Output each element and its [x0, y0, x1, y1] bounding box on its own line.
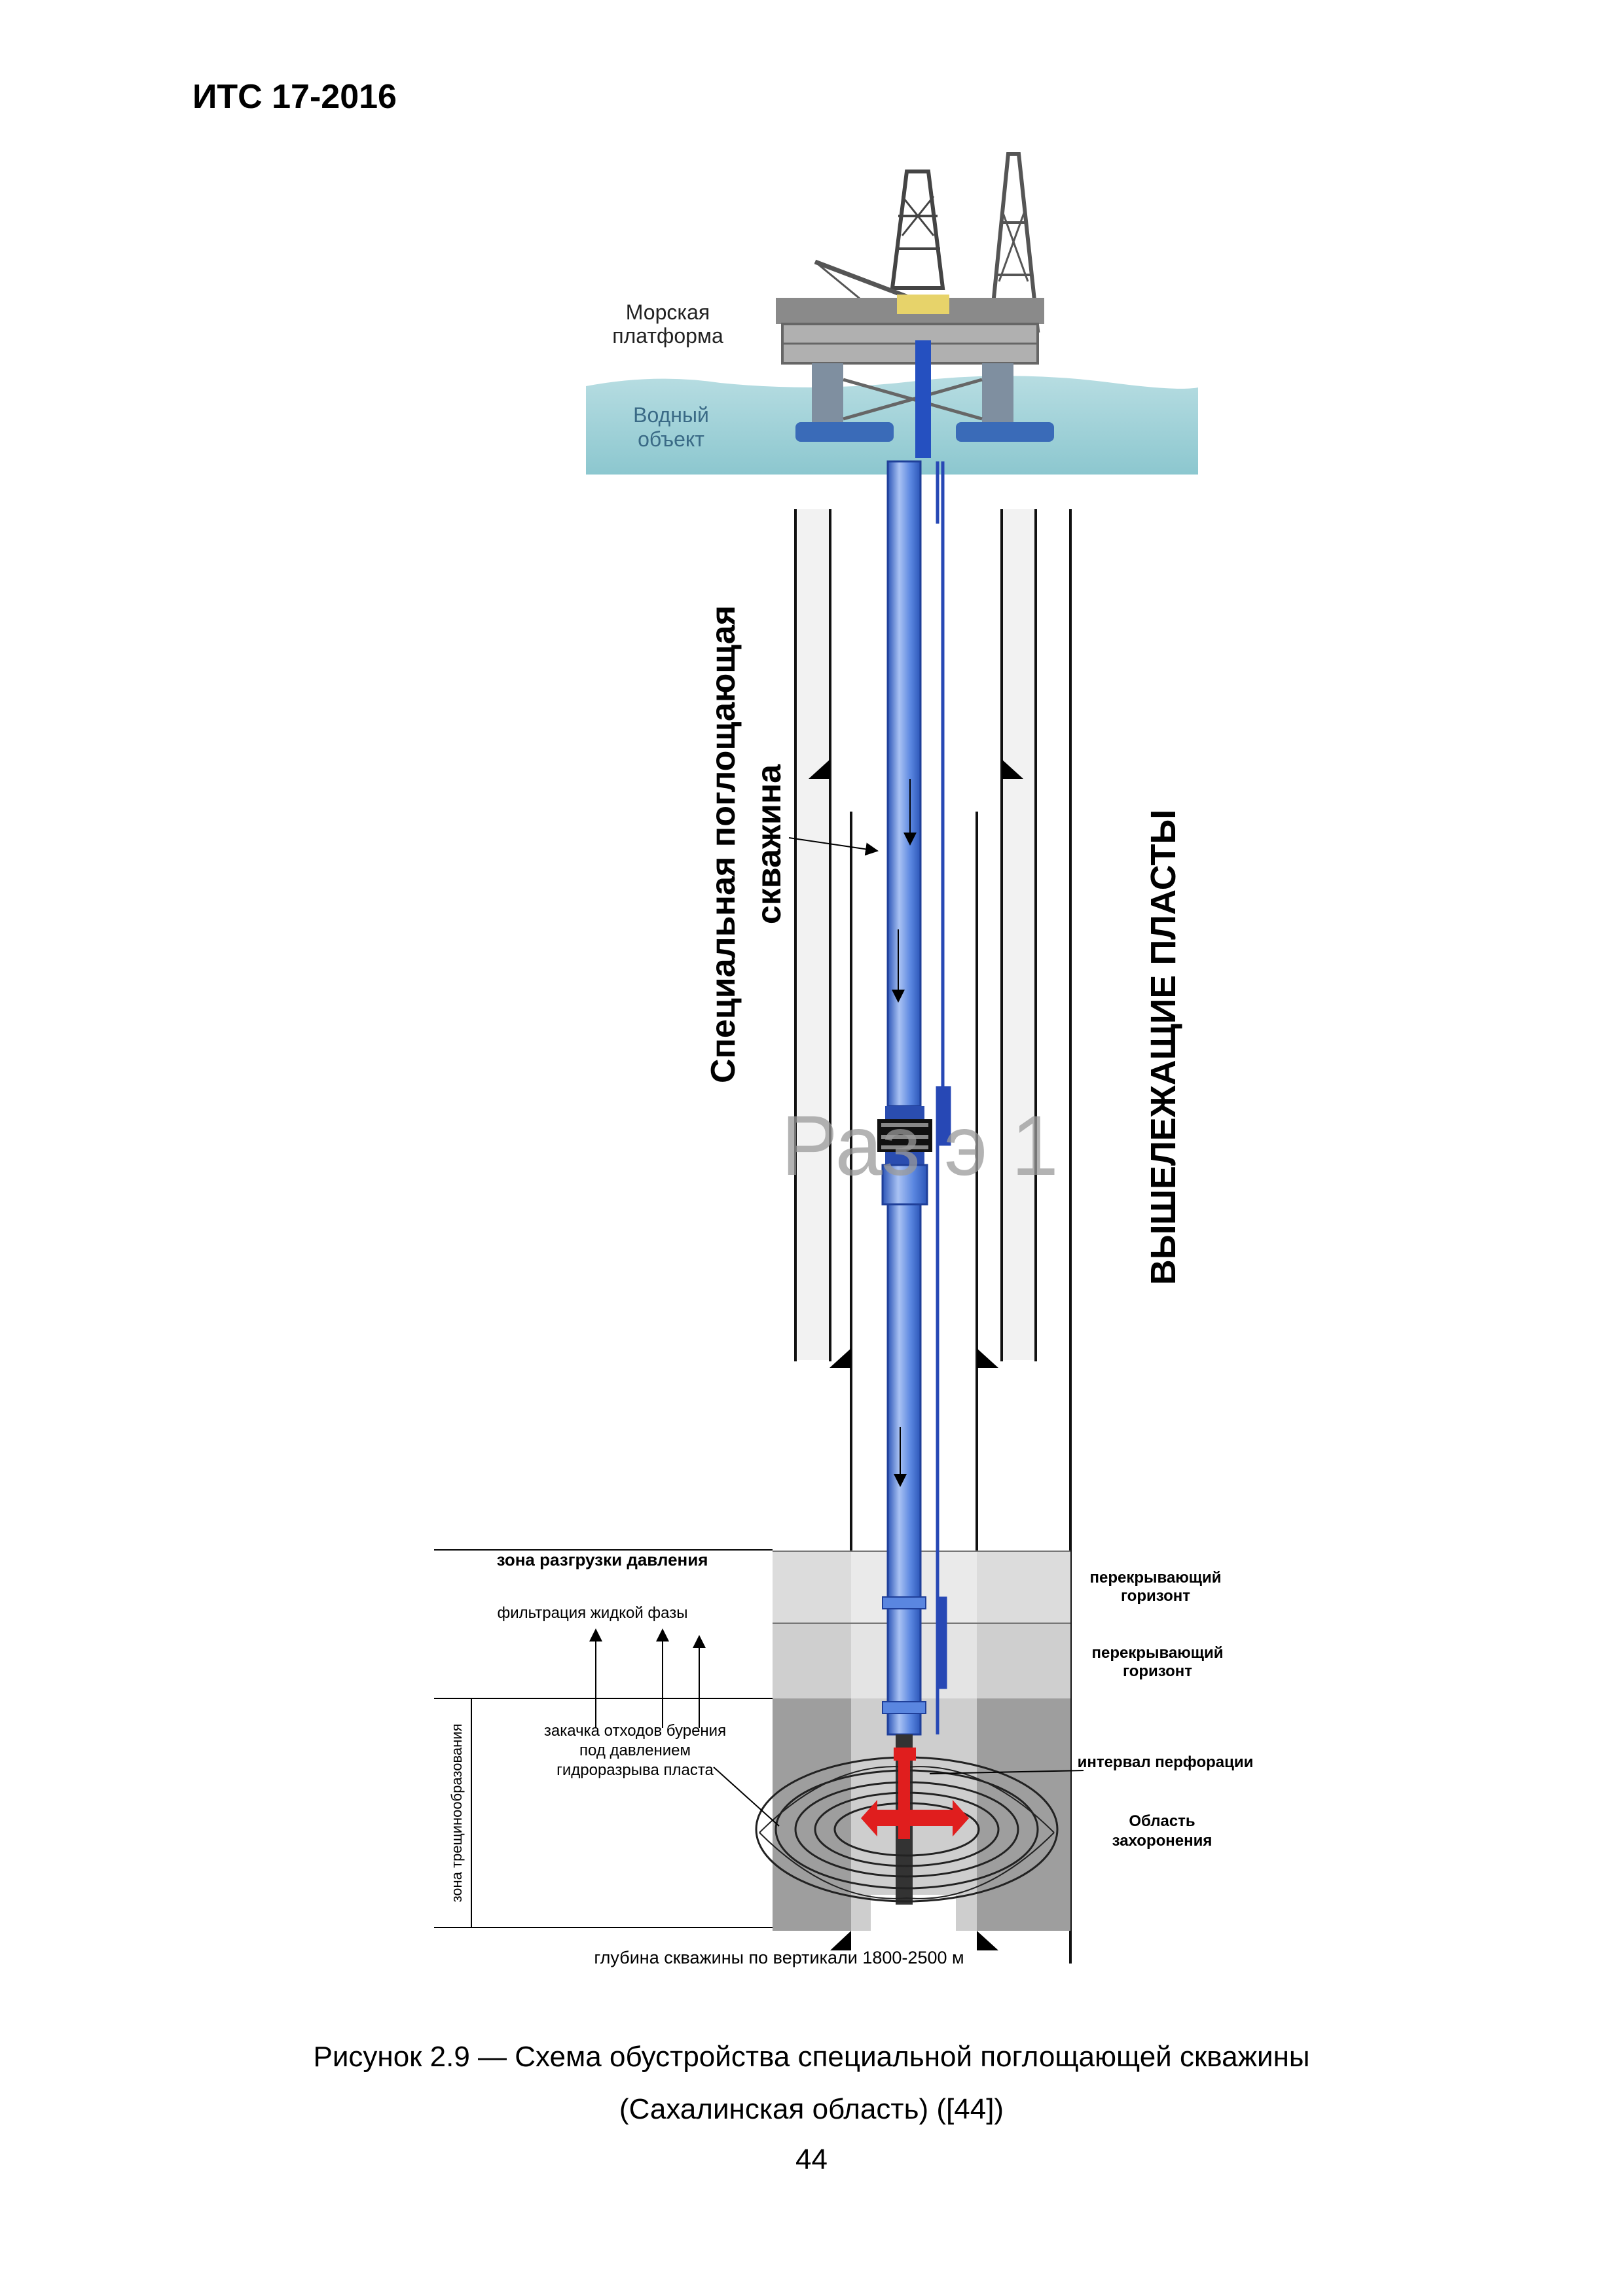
well-casing	[794, 509, 1072, 1964]
cap-horizon-2-label-2: горизонт	[1123, 1662, 1192, 1680]
burial-area-label-2: захоронения	[1112, 1832, 1213, 1850]
injection-pointer	[713, 1767, 780, 1827]
well-label: Специальная поглощающая	[704, 605, 742, 1083]
platform-label: Морская	[626, 300, 710, 324]
perforation-label: интервал перфорации	[1078, 1753, 1254, 1771]
flow-arrows	[892, 779, 917, 1487]
injection-label: закачка отходов бурения	[544, 1722, 726, 1740]
figure-caption: Рисунок 2.9 — Схема обустройства специал…	[313, 2041, 1310, 2073]
injection-label-2: под давлением	[579, 1742, 691, 1759]
cap-horizon-1-label-2: горизонт	[1121, 1587, 1190, 1605]
well-label-pointer	[788, 837, 879, 856]
water-label: Водный	[633, 403, 709, 427]
pressure-relief-zone-label: зона разгрузки давления	[497, 1550, 708, 1570]
fracture-zone-label: зона трещинообразования	[448, 1723, 465, 1902]
water-label-2: объект	[638, 427, 704, 451]
filtration-arrows	[589, 1628, 706, 1728]
figure-caption-source: (Сахалинская область) ([44])	[619, 2093, 1004, 2125]
control-line	[936, 461, 951, 1734]
watermark: Раз э 1	[781, 1098, 1059, 1193]
platform-label-2: платформа	[612, 324, 723, 348]
page-number: 44	[795, 2144, 828, 2176]
cap-horizon-1-label: перекрывающий	[1089, 1569, 1221, 1587]
document-code: ИТС 17-2016	[192, 78, 397, 116]
filtration-label: фильтрация жидкой фазы	[497, 1604, 687, 1622]
offshore-platform	[776, 152, 1054, 458]
well-label-2: скважина	[750, 764, 788, 924]
cap-horizon-2-label: перекрывающий	[1091, 1644, 1223, 1662]
casing-shoes	[809, 759, 1023, 1950]
overlying-strata-label: ВЫШЕЛЕЖАЩИЕ ПЛАСТЫ	[1144, 810, 1183, 1285]
injection-flow-red	[861, 1748, 969, 1839]
burial-area-label: Область	[1129, 1812, 1195, 1830]
perforation-pointer	[929, 1770, 1084, 1774]
injection-label-3: гидроразрыва пласта	[556, 1761, 714, 1779]
depth-label: глубина скважины по вертикали 1800-2500 …	[594, 1948, 964, 1967]
injection-tubing	[877, 460, 932, 1905]
